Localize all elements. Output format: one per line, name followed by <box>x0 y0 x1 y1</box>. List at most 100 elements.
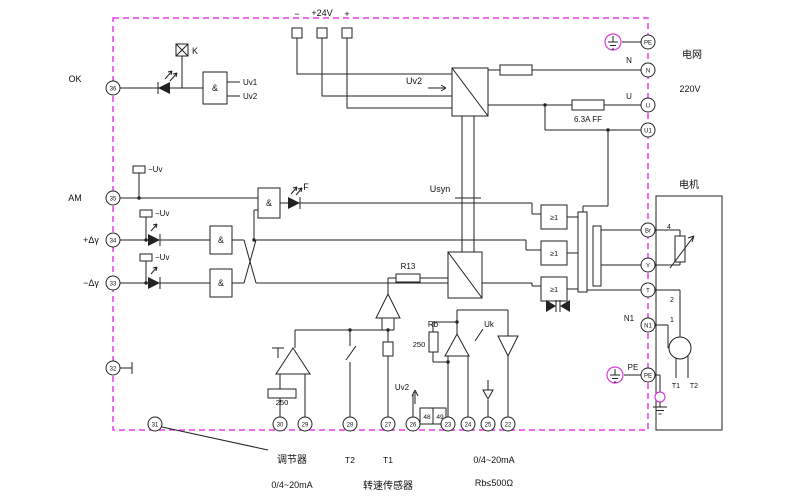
earth-ground-icon <box>653 391 667 415</box>
terminal-33 <box>105 275 121 291</box>
terminal-br <box>640 222 656 238</box>
terminal-36 <box>105 80 121 96</box>
label-rb-value: 250 <box>413 340 426 349</box>
diode-25-icon <box>482 389 494 401</box>
label-uv1: Uv1 <box>243 78 258 87</box>
uv-box-3 <box>139 253 153 262</box>
terminal-22 <box>500 416 516 432</box>
motor-symbol <box>668 336 692 360</box>
terminal-br-text: Br <box>645 229 651 235</box>
terminal-u1-text: U1 <box>644 129 652 135</box>
resistor-250 <box>267 388 297 399</box>
terminal-30-text: 30 <box>277 423 284 429</box>
terminal-34-text: 34 <box>110 239 117 245</box>
uv-box-2 <box>139 209 153 218</box>
terminal-35-text: 35 <box>110 197 117 203</box>
and-gate-ok-text: & <box>212 83 218 93</box>
or-gate-2 <box>540 240 568 266</box>
or-gate-2-text: ≥1 <box>550 249 558 258</box>
t1-box <box>382 341 394 357</box>
led-minus-gamma-icon <box>148 266 161 289</box>
or-gate-1 <box>540 204 568 230</box>
controller-boundary <box>112 17 649 431</box>
rheostat <box>674 235 686 263</box>
terminal-29 <box>297 416 313 432</box>
label-t2: T2 <box>345 455 355 465</box>
usyn-wires <box>455 116 481 252</box>
terminal-23-text: 23 <box>445 423 452 429</box>
motor-box <box>655 195 723 431</box>
terminal-pe <box>640 34 656 50</box>
label-grid: 电网 <box>682 48 702 61</box>
terminal-32 <box>105 360 121 376</box>
label-uv2-converter: Uv2 <box>406 76 422 86</box>
thyristor-icon <box>546 300 556 312</box>
label-voltage: 220V <box>679 84 700 94</box>
regulator-opamp <box>275 347 311 375</box>
terminal-square-plus24 <box>316 27 328 39</box>
and-gate-f-text: & <box>266 198 272 208</box>
terminal-t <box>640 282 656 298</box>
led-plus-gamma-icon <box>148 223 161 246</box>
and-gate-ok <box>202 71 228 105</box>
resistor-rb <box>428 331 439 353</box>
label-pe-wire: PE <box>628 363 639 372</box>
label-minus-uv-1: −Uv <box>148 165 162 174</box>
label-uv2-sensor: Uv2 <box>395 383 410 392</box>
label-rb: Rb <box>428 320 439 329</box>
label-motor: 电机 <box>679 178 699 191</box>
label-plus24: +24V <box>311 8 332 18</box>
terminal-n-text: N <box>646 69 650 75</box>
led-f-icon <box>288 186 303 209</box>
terminal-30 <box>272 416 288 432</box>
terminal-y-text: Y <box>646 264 650 270</box>
terminal-n1 <box>640 317 656 333</box>
terminal-22-text: 22 <box>505 423 512 429</box>
and-gate-minus-gamma <box>209 268 233 298</box>
rheostat-arrow-icon <box>669 235 695 269</box>
terminal-u1 <box>640 122 656 138</box>
trigger-opamp <box>375 292 401 319</box>
label-fuse: 6.3A FF <box>574 115 602 124</box>
am-row-wires <box>120 173 541 240</box>
label-pin4: 4 <box>667 224 671 231</box>
label-t1: T1 <box>383 455 393 465</box>
label-regulator: 调节器 <box>277 454 307 466</box>
terminal-pe-motor <box>640 367 656 383</box>
terminal-u-text: U <box>646 104 650 110</box>
uv2-arrow-icon <box>428 84 447 92</box>
label-u-wire: U <box>626 92 632 101</box>
label-uv2-gate: Uv2 <box>243 92 258 101</box>
converter-diagonal <box>451 67 489 117</box>
terminal-27-text: 27 <box>385 423 392 429</box>
terminal-36-text: 36 <box>110 87 117 93</box>
label-plus: + <box>344 9 349 19</box>
terminal-31 <box>147 416 163 432</box>
resistor-r13 <box>395 273 421 283</box>
label-plus-dgamma: +Δγ <box>83 235 99 245</box>
terminal-32-text: 32 <box>110 367 117 373</box>
or-gate-3-text: ≥1 <box>550 285 558 294</box>
label-motor-t2: T2 <box>690 383 698 390</box>
label-usyn: Usyn <box>430 184 451 194</box>
terminal-t-text: T <box>646 289 650 295</box>
led-ok-icon <box>157 70 178 94</box>
junction-dots <box>137 103 610 364</box>
label-r13: R13 <box>401 262 416 271</box>
uv2-up-arrow-icon <box>411 389 419 404</box>
terminal-28-text: 28 <box>347 423 354 429</box>
pe-ground-motor-icon <box>606 366 624 384</box>
or-gate-3 <box>540 276 568 302</box>
label-pin49: 49 <box>436 414 444 421</box>
label-uk: Uk <box>484 320 495 329</box>
label-minus-uv-3: −Uv <box>155 253 169 262</box>
label-k: K <box>192 46 198 56</box>
terminal-pe-text: PE <box>644 41 652 47</box>
terminal-35 <box>105 190 121 206</box>
terminal-23 <box>440 416 456 432</box>
label-minus-dgamma: −Δγ <box>83 278 99 288</box>
pulse-transformer-2 <box>592 225 602 287</box>
label-f: F <box>303 182 309 192</box>
labels: − +24V + 电网 220V 6.3A FF Uv2 N U PE N U … <box>68 8 702 492</box>
terminal-28 <box>342 416 358 432</box>
